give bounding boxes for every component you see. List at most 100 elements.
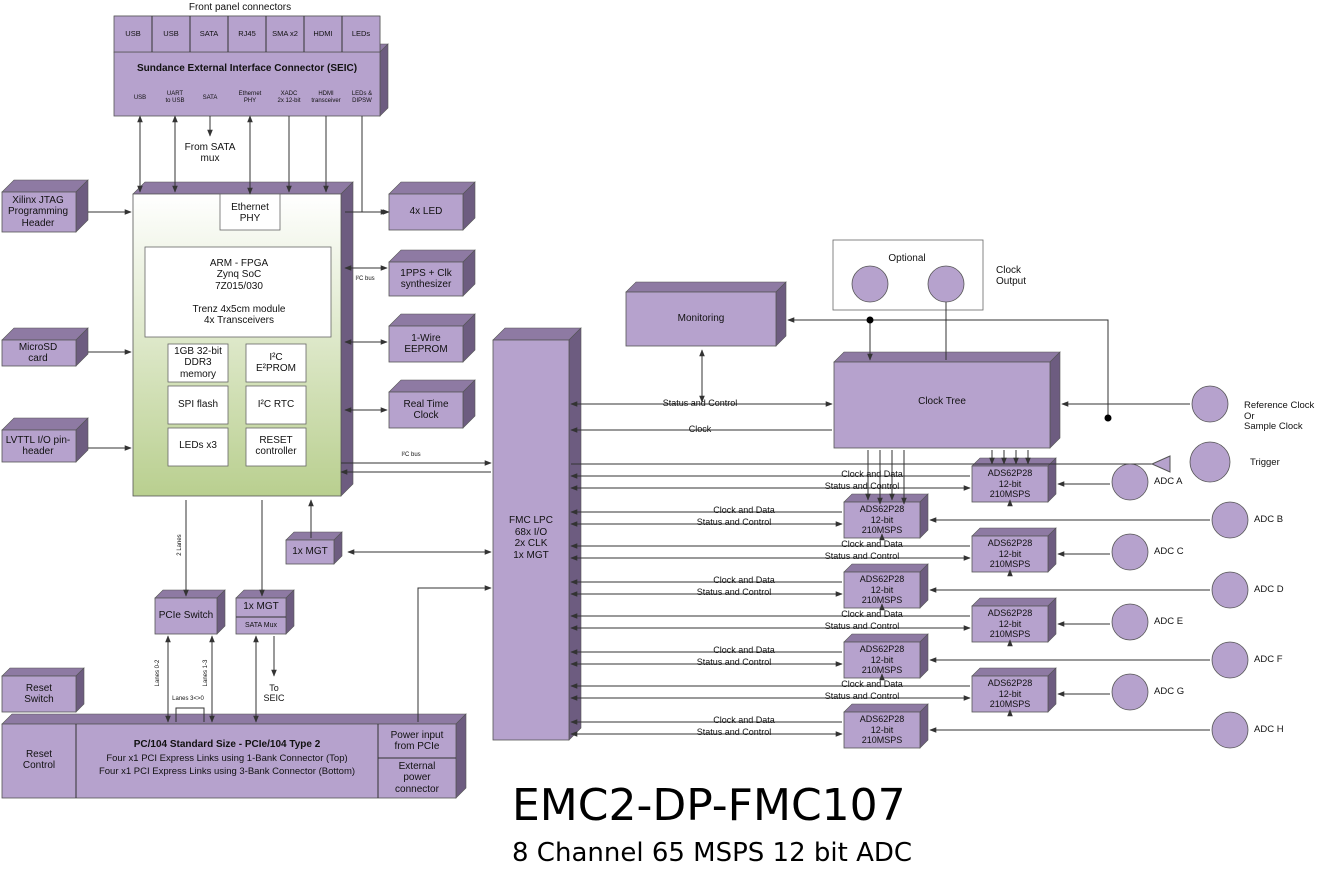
seic-signal-2: SATA [202, 94, 218, 101]
junction-b [1104, 414, 1112, 422]
adc-chip-e [971, 597, 1057, 643]
leds-x3-block: LEDs x3 [179, 440, 217, 452]
power-fmc-link [417, 585, 492, 722]
pc104-box [1, 713, 467, 799]
adc-chip-d [843, 563, 929, 609]
optional-clock-out-circle [927, 265, 965, 303]
fpga-rect [144, 246, 332, 338]
adc-chip-g [971, 667, 1057, 713]
adc-chip-a [971, 457, 1057, 503]
fmc-box [492, 327, 582, 741]
front-connector-5: HDMI [313, 28, 333, 38]
status-control-label-2: Status and Control [824, 550, 900, 561]
lvttl-header-block: LVTTL I/O pin- header [5, 434, 71, 458]
front-panel-caption: Front panel connectors [188, 2, 292, 14]
adc-chip-b [843, 493, 929, 539]
lanes-1-3-label: Lanes 1-3 [202, 659, 209, 687]
adc-channel-label-7: ADC H [1254, 723, 1284, 735]
seic-signal-6: LEDs & DIPSW [351, 91, 373, 104]
adc-chip-label-1: ADS62P28 12-bit 210MSPS [859, 504, 905, 536]
reset-control-block: Reset Control [22, 748, 56, 772]
clock-tree-block: Clock Tree [918, 396, 966, 408]
clock-data-label-2: Clock and Data [841, 538, 903, 549]
adc-chip-label-5: ADS62P28 12-bit 210MSPS [859, 644, 905, 676]
status-control-label-main: Status and Control [662, 397, 738, 408]
monitoring-box [625, 281, 787, 347]
seic-signal-3: Ethernet PHY [238, 91, 262, 104]
adc-channel-label-3: ADC D [1254, 583, 1284, 595]
ddr3-memory-block: 1GB 32-bit DDR3 memory [174, 345, 222, 380]
monitoring-block: Monitoring [677, 313, 725, 325]
adc-chip-label-3: ADS62P28 12-bit 210MSPS [859, 574, 905, 606]
pcie-switch-block: PCIe Switch [158, 610, 214, 622]
status-control-label-6: Status and Control [824, 690, 900, 701]
clock-data-label-3: Clock and Data [713, 574, 775, 585]
reset-ctl-rect [245, 427, 307, 467]
trigger-circle [1189, 441, 1231, 483]
adc-channel-label-5: ADC F [1254, 653, 1283, 665]
mgt-small-block: 1x MGT [292, 546, 328, 558]
status-control-label-1: Status and Control [696, 516, 772, 527]
i2c-bus-label-fmc: I²C bus [401, 451, 421, 458]
clock-data-label-6: Clock and Data [841, 678, 903, 689]
eeprom-rect [245, 343, 307, 383]
adc-input-circle-b [1211, 501, 1249, 539]
adc-input-circle-a [1111, 463, 1149, 501]
fmc-lpc-block: FMC LPC 68x I/O 2x CLK 1x MGT [509, 515, 553, 561]
mgt-sata-block: 1x MGT [243, 601, 279, 613]
reset-switch-box [1, 667, 85, 713]
power-pcie-block: Power input from PCIe [390, 729, 444, 753]
page-title: EMC2-DP-FMC107 [512, 780, 906, 831]
status-control-label-4: Status and Control [824, 620, 900, 631]
leds-link [361, 116, 390, 215]
clock-tree-box [833, 351, 1061, 449]
adc-chip-label-2: ADS62P28 12-bit 210MSPS [987, 538, 1033, 570]
front-connector-3: RJ45 [238, 28, 256, 38]
mgt-small-box [285, 531, 343, 565]
trigger-buffer [1150, 455, 1171, 473]
seic-label: Sundance External Interface Connector (S… [136, 63, 358, 75]
junction-a [866, 316, 874, 324]
adc-input-circle-g [1111, 673, 1149, 711]
adc-input-circle-c [1111, 533, 1149, 571]
front-panel-row [113, 15, 381, 53]
pps-box [388, 249, 476, 297]
adc-channel-label-4: ADC E [1154, 615, 1184, 627]
i2c-rtc-block: I²C RTC [257, 399, 295, 411]
lvttl-box [1, 417, 89, 463]
reset-controller-block: RESET controller [255, 434, 297, 458]
adc-channel-label-2: ADC C [1154, 545, 1184, 557]
status-control-label-0: Status and Control [824, 480, 900, 491]
microsd-box [1, 327, 89, 367]
status-control-label-5: Status and Control [696, 656, 772, 667]
spi-flash-block: SPI flash [177, 399, 219, 411]
adc-channel-label-1: ADC B [1254, 513, 1284, 525]
seic-signal-5: HDMI transceiver [311, 91, 341, 104]
clock-data-label-0: Clock and Data [841, 468, 903, 479]
lanes-0-2-label: Lanes 0-2 [154, 659, 161, 687]
adc-chip-f [843, 633, 929, 679]
reset-switch-block: Reset Switch [24, 682, 54, 706]
two-lanes-label: 2 Lanes [176, 534, 183, 556]
adc-channel-label-0: ADC A [1154, 475, 1183, 487]
to-seic-label: To SEIC [263, 682, 285, 703]
adc-chip-label-6: ADS62P28 12-bit 210MSPS [987, 678, 1033, 710]
jtag-box [1, 179, 89, 233]
clock-data-label-5: Clock and Data [713, 644, 775, 655]
seic-signal-4: XADC 2x 12-bit [277, 91, 301, 104]
front-connector-4: SMA x2 [272, 28, 298, 38]
microsd-card-block: MicroSD card [18, 341, 58, 365]
page-subtitle: 8 Channel 65 MSPS 12 bit ADC [512, 838, 913, 868]
pps-synth-block: 1PPS + Clk synthesizer [400, 267, 452, 291]
onewire-box [388, 313, 476, 363]
onewire-eeprom-block: 1-Wire EEPROM [404, 332, 448, 356]
ethernet-phy-block: Ethernet PHY [231, 201, 269, 225]
external-power-block: External power connector [395, 760, 439, 795]
adc-input-circle-d [1211, 571, 1249, 609]
adc-chip-label-4: ADS62P28 12-bit 210MSPS [987, 608, 1033, 640]
seic-signal-1: UART to USB [165, 91, 185, 104]
clock-output-label: Clock Output [996, 264, 1027, 288]
real-time-clock-block: Real Time Clock [403, 398, 449, 422]
clock-data-label-7: Clock and Data [713, 714, 775, 725]
ddr3-rect [167, 343, 229, 383]
